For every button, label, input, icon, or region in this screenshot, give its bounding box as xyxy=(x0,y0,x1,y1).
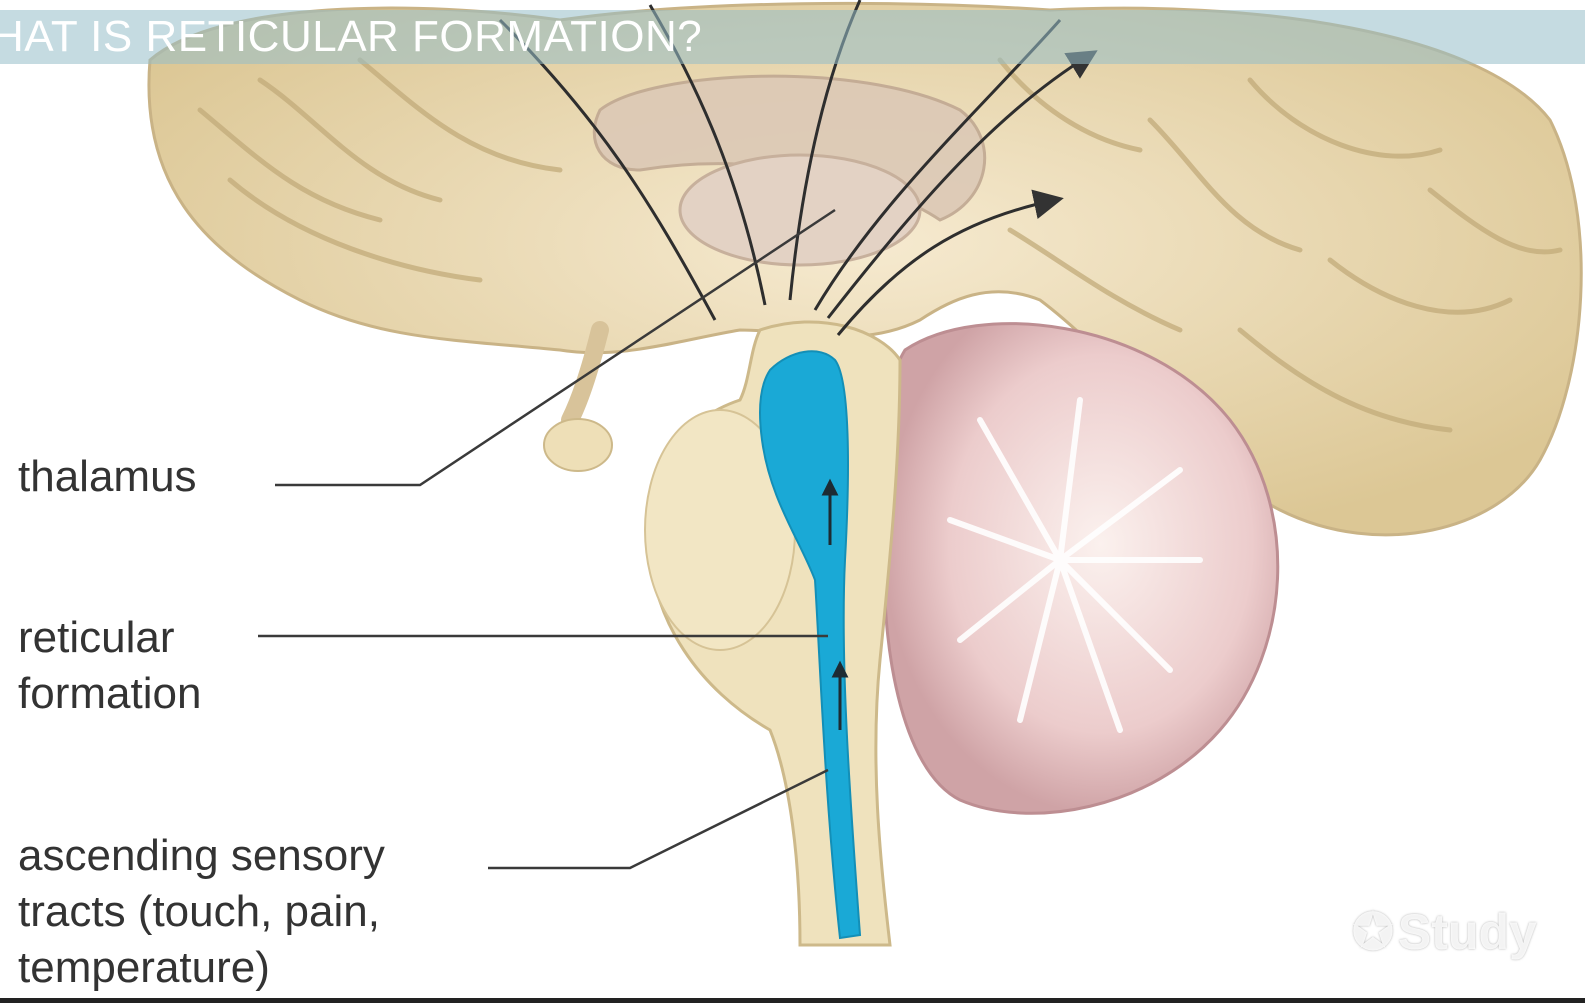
label-line: thalamus xyxy=(18,449,197,505)
tracts-leader xyxy=(488,770,828,868)
label-reticular-formation: reticular formation xyxy=(18,610,201,722)
label-line: formation xyxy=(18,666,201,722)
label-line: ascending sensory xyxy=(18,828,385,884)
watermark: ✪Study xyxy=(1352,902,1537,962)
bottom-border xyxy=(0,998,1585,1003)
label-thalamus: thalamus xyxy=(18,449,197,505)
pituitary-gland xyxy=(544,419,612,471)
watermark-text: Study xyxy=(1398,904,1537,960)
label-ascending-tracts: ascending sensory tracts (touch, pain, t… xyxy=(18,828,385,996)
study-logo-icon: ✪ xyxy=(1352,902,1394,962)
label-line: reticular xyxy=(18,610,201,666)
label-line: tracts (touch, pain, xyxy=(18,884,385,940)
label-line: temperature) xyxy=(18,940,385,996)
page-title: HAT IS RETICULAR FORMATION? xyxy=(0,10,702,64)
